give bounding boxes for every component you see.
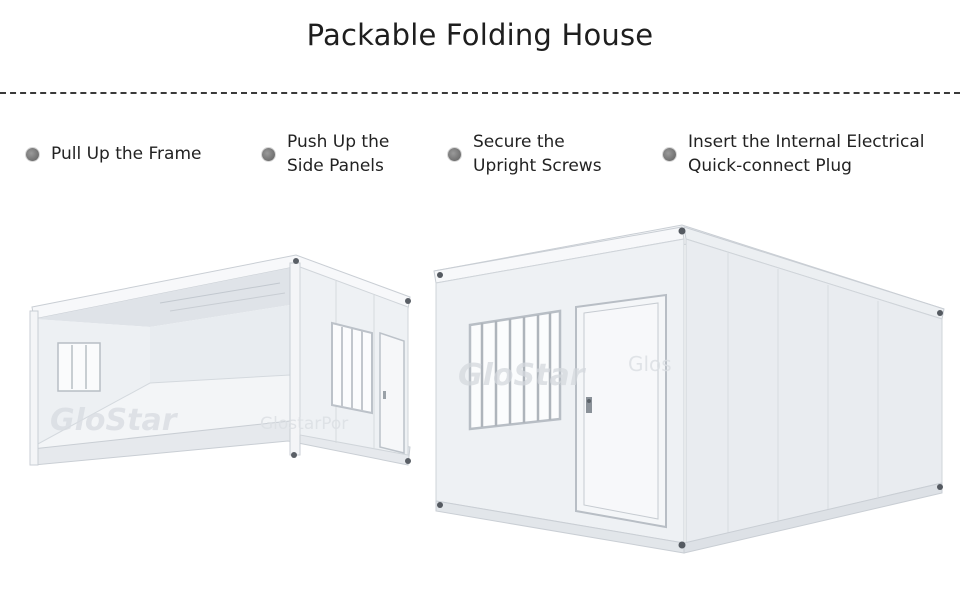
- watermark-text-right: Glos: [628, 352, 672, 376]
- dashed-divider: [0, 92, 960, 94]
- step-4-label: Insert the Internal Electrical Quick-con…: [688, 132, 925, 176]
- step-2: Push Up the Side Panels: [262, 130, 389, 178]
- watermark-logo-left: GloStar: [50, 403, 179, 438]
- step-4: Insert the Internal Electrical Quick-con…: [663, 130, 925, 178]
- step-3-label: Secure the Upright Screws: [473, 132, 602, 176]
- page-title: Packable Folding House: [306, 18, 654, 52]
- step-2-label: Push Up the Side Panels: [287, 132, 390, 176]
- bullet-icon: [26, 147, 39, 161]
- folding-house-closed-photo: GloStar Glos: [433, 224, 945, 554]
- watermark-logo-right: GloStar: [458, 358, 587, 393]
- step-3: Secure the Upright Screws: [448, 130, 602, 178]
- bullet-icon: [448, 147, 461, 161]
- step-1: Pull Up the Frame: [26, 142, 202, 166]
- bullet-icon: [663, 147, 676, 161]
- watermark-text-left: GlostarPor: [260, 414, 348, 434]
- step-1-label: Pull Up the Frame: [51, 144, 202, 164]
- folding-house-open-photo: GloStar GlostarPor: [29, 254, 411, 466]
- bullet-icon: [262, 147, 275, 161]
